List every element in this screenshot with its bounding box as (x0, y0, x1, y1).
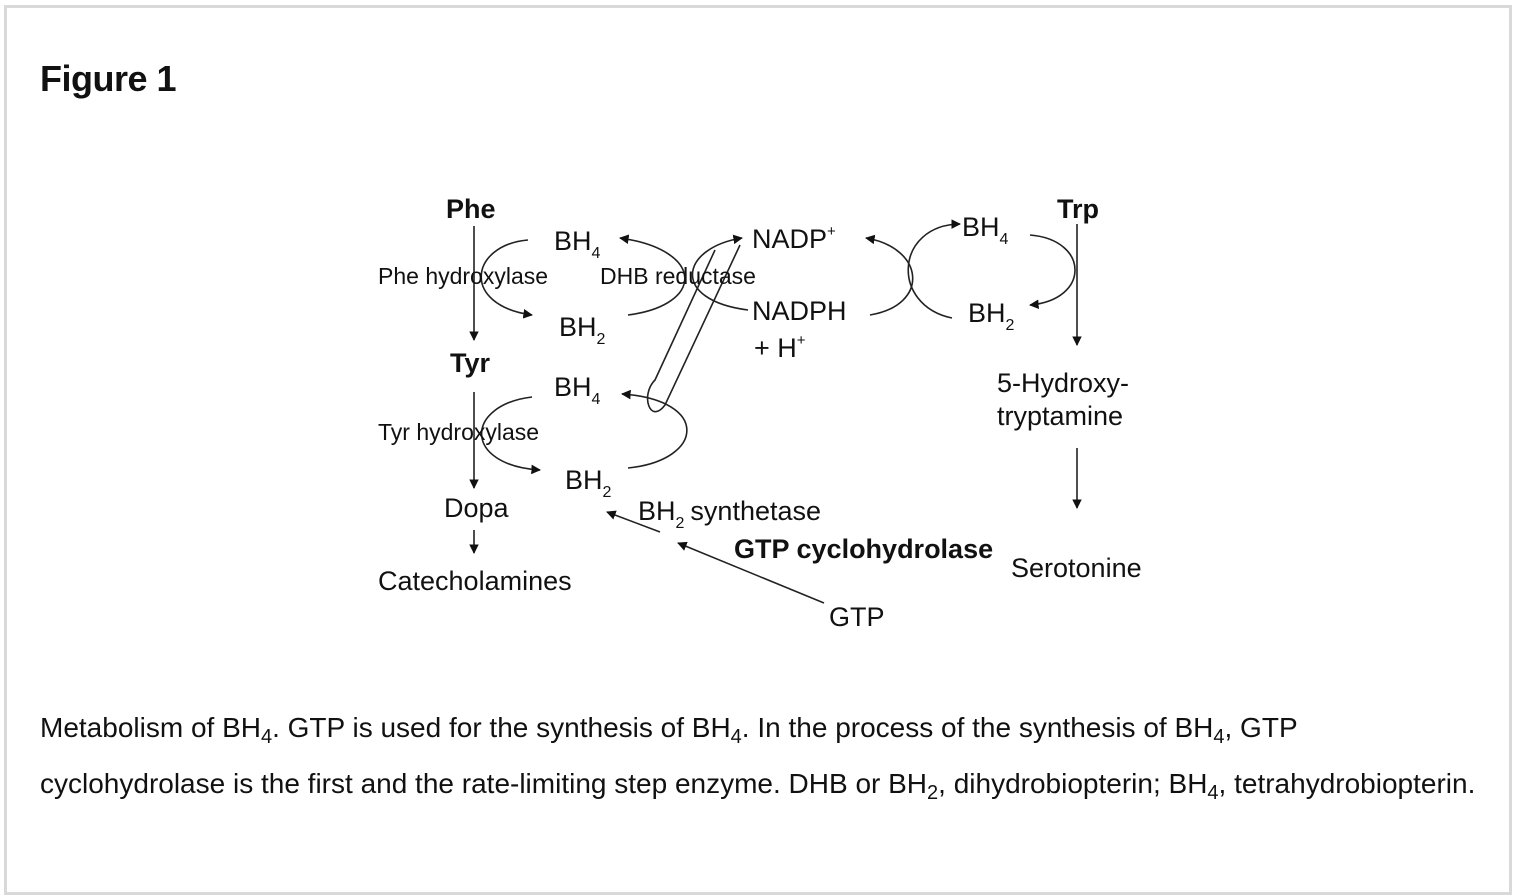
figure-title: Figure 1 (40, 58, 177, 99)
tyr-hydroxylase-label: Tyr hydroxylase (378, 419, 539, 445)
right-nadph-to-nadp-curve (865, 234, 914, 316)
phe-hydroxylase-label: Phe hydroxylase (378, 263, 548, 289)
hydroxytryptamine-line1: 5-Hydroxy- (997, 368, 1129, 398)
catecholamines-label: Catecholamines (378, 566, 572, 596)
serotonine-label: Serotonine (1011, 553, 1142, 583)
phe-hydroxylase-loop (480, 239, 533, 319)
h-plus-label: + H+ (754, 332, 806, 363)
bh2-upper-label: BH2 (559, 312, 606, 348)
upper-bh2-to-bh4-curve (619, 234, 686, 316)
trp-label: Trp (1057, 194, 1099, 224)
bh2-lower-label: BH2 (565, 465, 612, 501)
hydroxytryptamine-line2: tryptamine (997, 401, 1123, 431)
intermediate-to-bh2-arrow (606, 510, 661, 533)
figure-caption: Metabolism of BH4. GTP is used for the s… (40, 712, 1476, 804)
phe-label: Phe (446, 194, 496, 224)
nadph-to-nadp-curve (691, 234, 749, 311)
bh4-right-label: BH4 (962, 212, 1009, 248)
nadp-label: NADP+ (752, 223, 836, 254)
lower-bh2-to-bh4-curve (621, 389, 688, 469)
nadph-label: NADPH (752, 296, 847, 326)
trp-hydroxylase-loop (1029, 234, 1076, 310)
dopa-label: Dopa (444, 493, 510, 523)
bh4-metabolism-diagram: Phe Phe hydroxylase Tyr Tyr hydroxylase … (378, 194, 1142, 632)
dhb-reductase-label: DHB reductase (600, 263, 756, 289)
gtp-to-intermediate-arrow (677, 541, 825, 604)
tyr-hydroxylase-loop (480, 396, 541, 475)
bh2-right-label: BH2 (968, 298, 1015, 334)
right-bh2-to-bh4-curve (907, 219, 961, 319)
tyr-label: Tyr (450, 348, 491, 378)
figure-frame (4, 5, 1512, 895)
bh4-upper-label: BH4 (554, 226, 601, 262)
dhb-reductase-loop (646, 244, 741, 413)
bh4-lower-label: BH4 (554, 372, 601, 408)
gtp-label: GTP (829, 602, 885, 632)
gtp-cyclohydrolase-label: GTP cyclohydrolase (734, 534, 993, 564)
